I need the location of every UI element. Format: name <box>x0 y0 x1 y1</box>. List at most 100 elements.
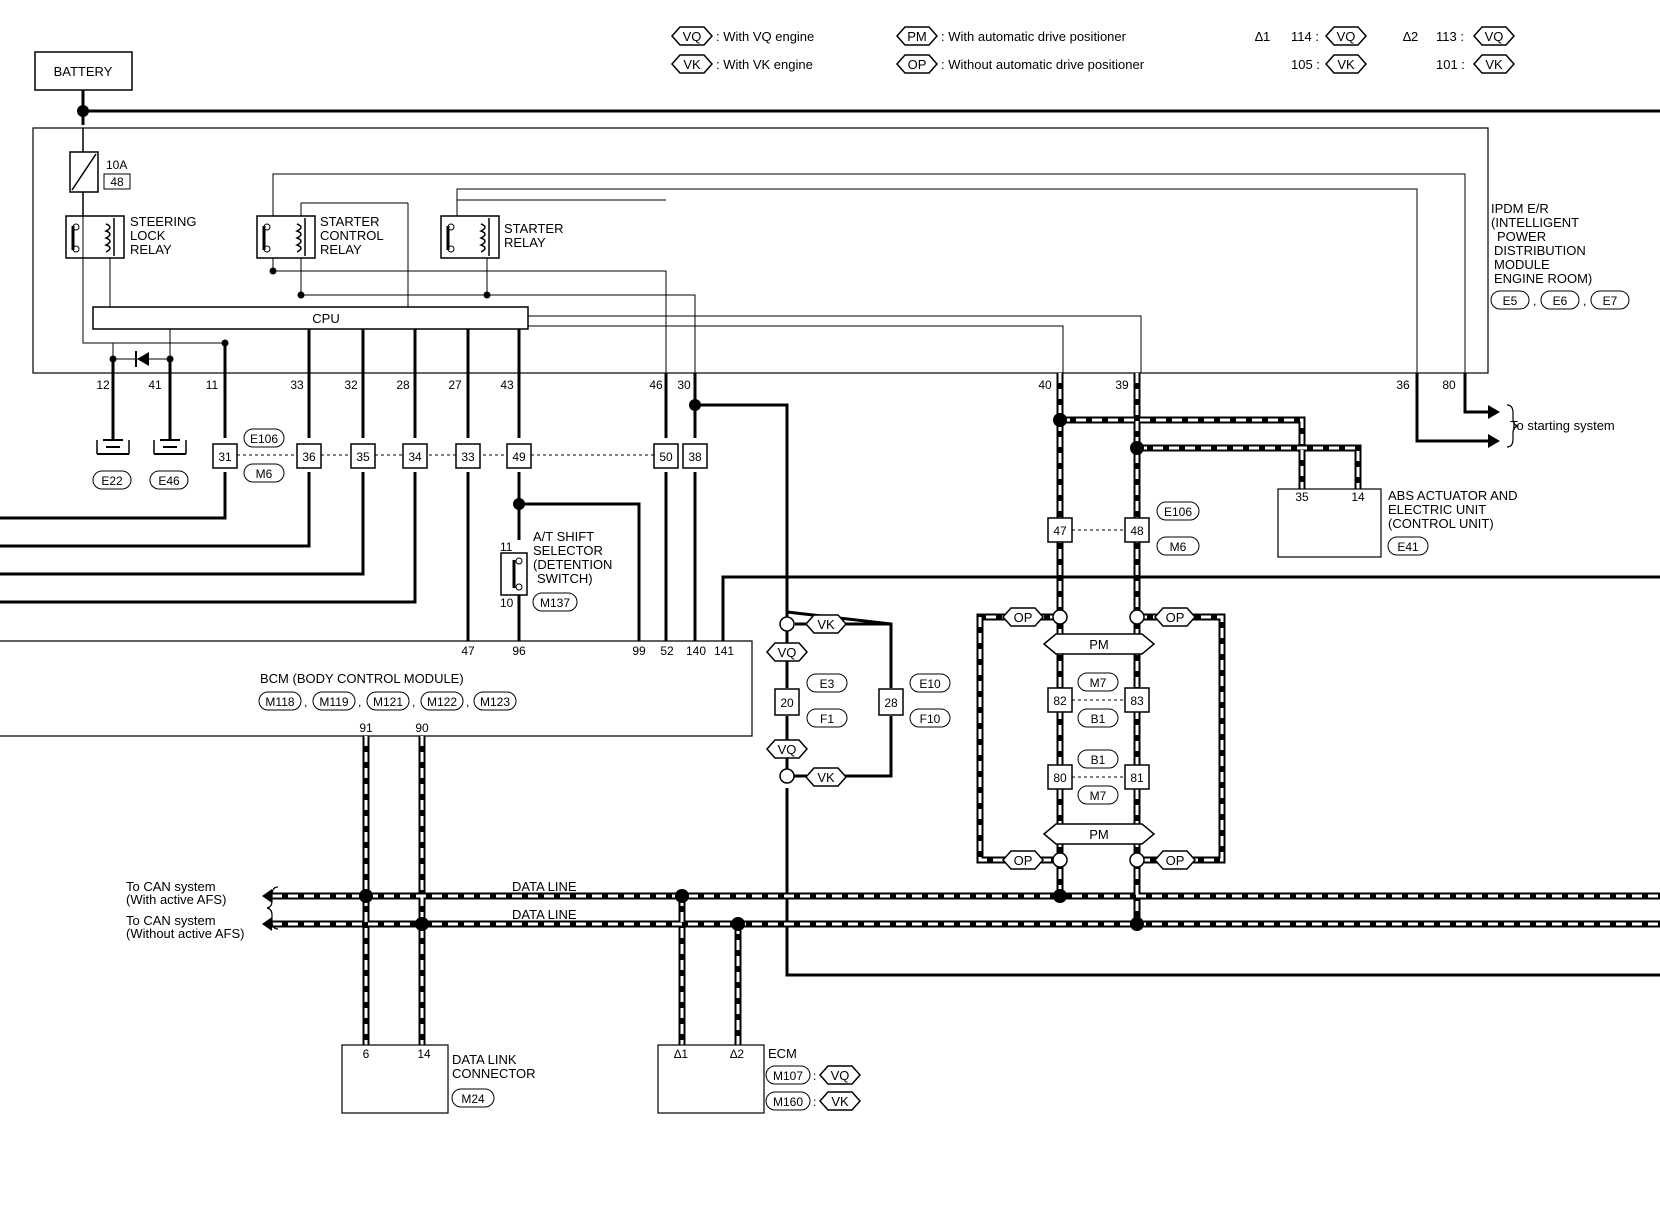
svg-text:B1: B1 <box>1091 712 1106 726</box>
svg-text:STARTER: STARTER <box>504 221 563 236</box>
svg-text:OP: OP <box>1014 853 1033 868</box>
legend-vk-text: : With VK engine <box>716 57 813 72</box>
svg-text:E7: E7 <box>1603 294 1618 308</box>
to-starting-system-label: To starting system <box>1510 418 1615 433</box>
svg-text:E6: E6 <box>1553 294 1568 308</box>
svg-text:28: 28 <box>884 696 898 710</box>
ipdm-output-wires <box>0 329 1660 977</box>
svg-text:,: , <box>358 695 361 709</box>
svg-text:RELAY: RELAY <box>320 242 362 257</box>
svg-text:DATA LINE: DATA LINE <box>512 879 577 894</box>
detention-switch: 11 10 A/T SHIFT SELECTOR (DETENTION SWIT… <box>500 529 612 641</box>
svg-text:CPU: CPU <box>312 311 339 326</box>
svg-text:(With active AFS): (With active AFS) <box>126 892 226 907</box>
svg-text:33: 33 <box>461 450 475 464</box>
svg-text:M7: M7 <box>1090 789 1107 803</box>
svg-text:F1: F1 <box>820 712 834 726</box>
svg-text:38: 38 <box>688 450 702 464</box>
svg-text:To CAN system: To CAN system <box>126 913 216 928</box>
svg-text:39: 39 <box>1115 378 1129 392</box>
svg-text:BCM (BODY CONTROL MODULE): BCM (BODY CONTROL MODULE) <box>260 671 464 686</box>
svg-text:PM: PM <box>1089 827 1109 842</box>
svg-text:36: 36 <box>302 450 316 464</box>
svg-text:E106: E106 <box>250 432 278 446</box>
joint-connector-e106-m6: 31 36 35 34 33 49 50 38 E106 M6 <box>212 428 708 483</box>
ipdm-pin-numbers: 12 41 11 33 32 28 27 43 46 30 40 39 36 8… <box>96 378 1456 392</box>
svg-text:M123: M123 <box>480 695 510 709</box>
svg-text:32: 32 <box>344 378 358 392</box>
svg-text:VQ: VQ <box>831 1068 850 1083</box>
starter-relay: STARTER RELAY <box>440 215 563 259</box>
svg-text:105 :: 105 : <box>1291 57 1320 72</box>
svg-text:E106: E106 <box>1164 505 1192 519</box>
svg-text:CONTROL: CONTROL <box>320 228 384 243</box>
svg-text:M107: M107 <box>773 1069 803 1083</box>
svg-text:101 :: 101 : <box>1436 57 1465 72</box>
battery-label: BATTERY <box>54 64 113 79</box>
svg-text:35: 35 <box>1295 490 1309 504</box>
svg-text:14: 14 <box>417 1047 431 1061</box>
steering-lock-relay: STEERING LOCK RELAY <box>65 214 196 259</box>
vq-tag: VQ <box>683 29 702 44</box>
svg-text:E22: E22 <box>101 474 123 488</box>
svg-text:30: 30 <box>677 378 691 392</box>
legend-vk: VK : With VK engine <box>670 54 813 74</box>
legend-star1: ∆1 114 : VQ 105 : VK <box>1255 26 1368 74</box>
vk-tag: VK <box>683 57 701 72</box>
svg-text:E46: E46 <box>158 474 180 488</box>
svg-text:RELAY: RELAY <box>504 235 546 250</box>
svg-text:A/T SHIFT: A/T SHIFT <box>533 529 594 544</box>
svg-text:VK: VK <box>817 770 835 785</box>
svg-text:IPDM E/R: IPDM E/R <box>1491 201 1549 216</box>
legend-pm-text: : With automatic drive positioner <box>941 29 1127 44</box>
legend-star2: ∆2 113 : VQ 101 : VK <box>1403 26 1516 74</box>
svg-text:141: 141 <box>714 644 734 658</box>
svg-text:90: 90 <box>415 721 429 735</box>
svg-text:41: 41 <box>148 378 162 392</box>
svg-text:99: 99 <box>632 644 646 658</box>
svg-text:M6: M6 <box>1170 540 1187 554</box>
svg-text:ECM: ECM <box>768 1046 797 1061</box>
svg-text:28: 28 <box>396 378 410 392</box>
svg-text:VK: VK <box>1485 57 1503 72</box>
svg-text:DATA LINE: DATA LINE <box>512 907 577 922</box>
svg-text:48: 48 <box>110 175 124 189</box>
svg-text:M7: M7 <box>1090 676 1107 690</box>
svg-text:SWITCH): SWITCH) <box>537 571 593 586</box>
svg-text:80: 80 <box>1442 378 1456 392</box>
svg-text:VK: VK <box>1337 57 1355 72</box>
svg-text:10A: 10A <box>106 158 127 172</box>
svg-text:VQ: VQ <box>778 742 797 757</box>
ipdm-module: IPDM E/R (INTELLIGENT POWER DISTRIBUTION… <box>32 127 1630 374</box>
svg-text:VQ: VQ <box>1337 29 1356 44</box>
svg-text::: : <box>813 1069 816 1083</box>
svg-text:LOCK: LOCK <box>130 228 166 243</box>
svg-text:(Without active AFS): (Without active AFS) <box>126 926 244 941</box>
svg-text:ABS ACTUATOR AND: ABS ACTUATOR AND <box>1388 488 1518 503</box>
legend-vq: VQ : With VQ engine <box>670 26 814 46</box>
svg-text:RELAY: RELAY <box>130 242 172 257</box>
svg-text:52: 52 <box>660 644 674 658</box>
svg-text:(DETENTION: (DETENTION <box>533 557 612 572</box>
op-tag: OP <box>908 57 927 72</box>
connector-47-48: 47 48 E106 M6 <box>1047 501 1200 556</box>
svg-text:VK: VK <box>817 617 835 632</box>
svg-text:50: 50 <box>659 450 673 464</box>
svg-text:M119: M119 <box>319 695 348 709</box>
svg-text:M24: M24 <box>461 1092 485 1106</box>
svg-text:48: 48 <box>1130 524 1144 538</box>
svg-text:43: 43 <box>500 378 514 392</box>
svg-text:10: 10 <box>500 596 514 610</box>
svg-text:12: 12 <box>96 378 110 392</box>
legend-pm: PM : With automatic drive positioner <box>895 26 1127 46</box>
svg-text:47: 47 <box>1053 524 1067 538</box>
svg-text:STEERING: STEERING <box>130 214 196 229</box>
svg-text:49: 49 <box>512 450 526 464</box>
svg-text:27: 27 <box>448 378 462 392</box>
ipdm-connector-tags: E5 , E6 , E7 <box>1490 290 1630 310</box>
svg-text:M160: M160 <box>773 1095 803 1109</box>
starter-control-relay: STARTER CONTROL RELAY <box>256 214 384 259</box>
svg-text:,: , <box>412 695 415 709</box>
svg-text:96: 96 <box>512 644 526 658</box>
svg-text:81: 81 <box>1130 771 1144 785</box>
